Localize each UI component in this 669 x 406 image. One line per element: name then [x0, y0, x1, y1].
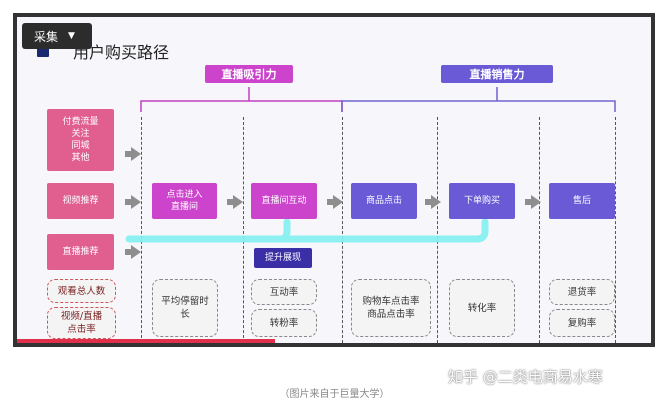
boost-exposure-tag: 提升展现 [254, 248, 312, 268]
step-live-interaction: 直播间互动 [251, 183, 317, 219]
metric-repurchase-rate: 复购率 [549, 309, 615, 337]
divider [342, 117, 343, 343]
metric-cart-click-rate: 购物车点击率商品点击率 [351, 279, 431, 337]
step-product-click: 商品点击 [351, 183, 417, 219]
flow-line [125, 218, 489, 243]
group-brackets [140, 87, 616, 112]
slide-title: 用户购买路径 [73, 43, 170, 62]
metric-refund-rate: 退货率 [549, 279, 615, 305]
video-progress-bar[interactable] [17, 339, 275, 343]
watermark: 知乎 @二类电商易水寒 [448, 368, 603, 386]
arrow-icon [227, 195, 243, 209]
metric-total-viewers: 观看总人数 [47, 279, 116, 303]
collect-button[interactable]: 采集 ▼ [22, 23, 92, 49]
metric-click-through-rate: 视频/直播点击率 [47, 307, 116, 339]
arrow-icon [125, 147, 141, 161]
group-header-sales: 直播销售力 [441, 65, 553, 83]
step-place-order: 下单购买 [449, 183, 515, 219]
caret-down-icon: ▼ [68, 31, 75, 41]
arrow-icon [125, 245, 141, 259]
divider [437, 117, 438, 343]
source-video-recommend: 视频推荐 [47, 183, 114, 219]
metric-conversion-rate: 转化率 [449, 279, 515, 337]
slide-frame: 用户购买路径 直播吸引力 直播销售力 付费流量 关注 同城 其他 视频推荐 [13, 13, 655, 347]
arrow-icon [525, 195, 541, 209]
image-caption: （图片来自于巨量大学） [279, 389, 390, 400]
divider [243, 117, 244, 343]
source-paid-traffic: 付费流量 关注 同城 其他 [47, 109, 114, 171]
step-enter-live-room: 点击进入直播间 [152, 183, 217, 219]
divider [539, 117, 540, 343]
metric-interaction-rate: 互动率 [251, 279, 317, 305]
divider [141, 117, 142, 343]
arrow-icon [327, 195, 343, 209]
source-live-recommend: 直播推荐 [47, 234, 114, 270]
slide: 用户购买路径 直播吸引力 直播销售力 付费流量 关注 同城 其他 视频推荐 [17, 17, 651, 343]
metric-follow-rate: 转粉率 [251, 309, 317, 337]
arrow-icon [125, 195, 141, 209]
metric-avg-stay-time: 平均停留时长 [152, 279, 218, 337]
divider [615, 117, 616, 343]
arrow-icon [425, 195, 441, 209]
step-after-sale: 售后 [549, 183, 615, 219]
group-header-attraction: 直播吸引力 [205, 65, 293, 83]
